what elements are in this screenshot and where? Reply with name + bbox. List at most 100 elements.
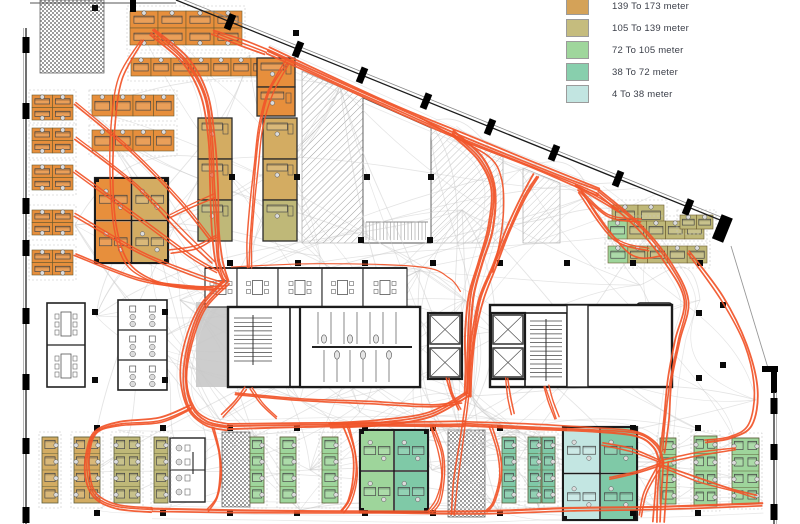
wall-tick: [22, 198, 30, 214]
flow-path: [168, 197, 216, 219]
structural-column: [430, 425, 436, 431]
flow-path: [328, 390, 468, 425]
flow-path: [543, 386, 556, 420]
flow-path: [598, 189, 690, 454]
wall-tick: [770, 398, 778, 414]
wall-tick: [22, 37, 30, 53]
flow-path: [577, 191, 650, 252]
flow-path: [688, 250, 759, 444]
legend-item: 105 To 139 meter: [566, 19, 689, 37]
desk-cluster: [28, 122, 77, 159]
structural-column: [630, 260, 636, 266]
crosshatch-zone: [221, 431, 251, 508]
flow-path: [234, 392, 463, 406]
flow-path: [184, 281, 229, 428]
flow-path: [72, 171, 218, 274]
wall-tick: [22, 374, 30, 390]
structural-column: [362, 260, 368, 266]
staircase: [227, 306, 291, 388]
flow-path: [450, 393, 468, 516]
desk-cluster: [246, 431, 268, 509]
flow-path: [88, 408, 192, 509]
desk-cluster: [561, 425, 639, 522]
flow-path: [462, 424, 661, 464]
wall-tick: [681, 198, 695, 216]
flow-path: [450, 133, 493, 395]
legend-label: 38 To 72 meter: [612, 66, 678, 78]
main-flow-lines: [72, 28, 764, 524]
flow-path: [661, 447, 737, 461]
flow-path: [109, 39, 214, 291]
flow-path: [220, 386, 246, 416]
flow-path: [75, 101, 213, 240]
flow-path: [206, 426, 221, 510]
flow-path: [73, 103, 212, 242]
flow-path: [548, 384, 560, 418]
exterior-wall-right-diagonal: [730, 245, 769, 369]
structural-column: [358, 237, 364, 243]
flow-path: [179, 278, 228, 432]
wall-tick: [547, 144, 561, 162]
structural-column: [630, 425, 636, 431]
legend-label: 72 To 105 meter: [612, 44, 684, 56]
flow-path: [609, 461, 664, 479]
flow-path: [170, 236, 218, 255]
flow-path: [268, 46, 601, 190]
structural-column: [294, 174, 300, 180]
desk-cluster: [262, 117, 298, 242]
desk-cluster: [538, 431, 559, 509]
flow-path: [151, 29, 229, 283]
structural-column: [696, 310, 702, 316]
flow-path: [662, 464, 758, 497]
flow-path: [660, 466, 756, 499]
structural-column: [695, 425, 701, 431]
elevator-bank: [489, 311, 527, 381]
legend-label: 105 To 139 meter: [612, 22, 689, 34]
exterior-wall-diagonal: [175, 0, 726, 223]
structural-column: [227, 260, 233, 266]
structural-column: [293, 30, 299, 36]
flow-path: [329, 394, 471, 429]
flow-path: [212, 31, 268, 54]
meeting-room: [236, 267, 279, 308]
flow-path: [249, 388, 277, 420]
flow-path: [169, 193, 215, 216]
flow-path: [266, 50, 599, 195]
structural-column: [497, 260, 503, 266]
wall-tick: [770, 504, 778, 520]
legend-swatch: [566, 85, 589, 103]
flow-path: [486, 424, 503, 513]
structural-column: [630, 510, 636, 516]
flow-path: [544, 385, 557, 420]
wall-tick: [223, 13, 237, 31]
structural-column: [92, 377, 98, 383]
desk-cluster: [93, 176, 170, 265]
flow-path: [418, 116, 505, 273]
desk-cluster: [358, 428, 430, 514]
flow-path: [659, 460, 665, 523]
hatched-void-zone: [522, 167, 561, 244]
flow-path: [462, 422, 664, 463]
flow-path: [663, 461, 670, 523]
flow-path: [150, 32, 226, 283]
meeting-room: [321, 267, 364, 308]
flow-path: [149, 33, 225, 284]
legend-label: 139 To 173 meter: [612, 0, 689, 12]
structural-column: [94, 425, 100, 431]
toilets: [298, 305, 422, 389]
meeting-room-left: [46, 302, 86, 388]
wall-tick: [22, 438, 30, 454]
structural-column: [427, 237, 433, 243]
structural-column: [162, 377, 168, 383]
wall-tick: [22, 103, 30, 119]
wall-tick: [483, 118, 497, 136]
flow-path: [602, 442, 664, 463]
flow-path: [75, 136, 216, 263]
flow-path: [234, 393, 463, 408]
desk-cluster: [110, 431, 144, 509]
flow-path: [86, 407, 193, 511]
desk-cluster: [676, 209, 717, 235]
flow-path: [661, 448, 737, 465]
